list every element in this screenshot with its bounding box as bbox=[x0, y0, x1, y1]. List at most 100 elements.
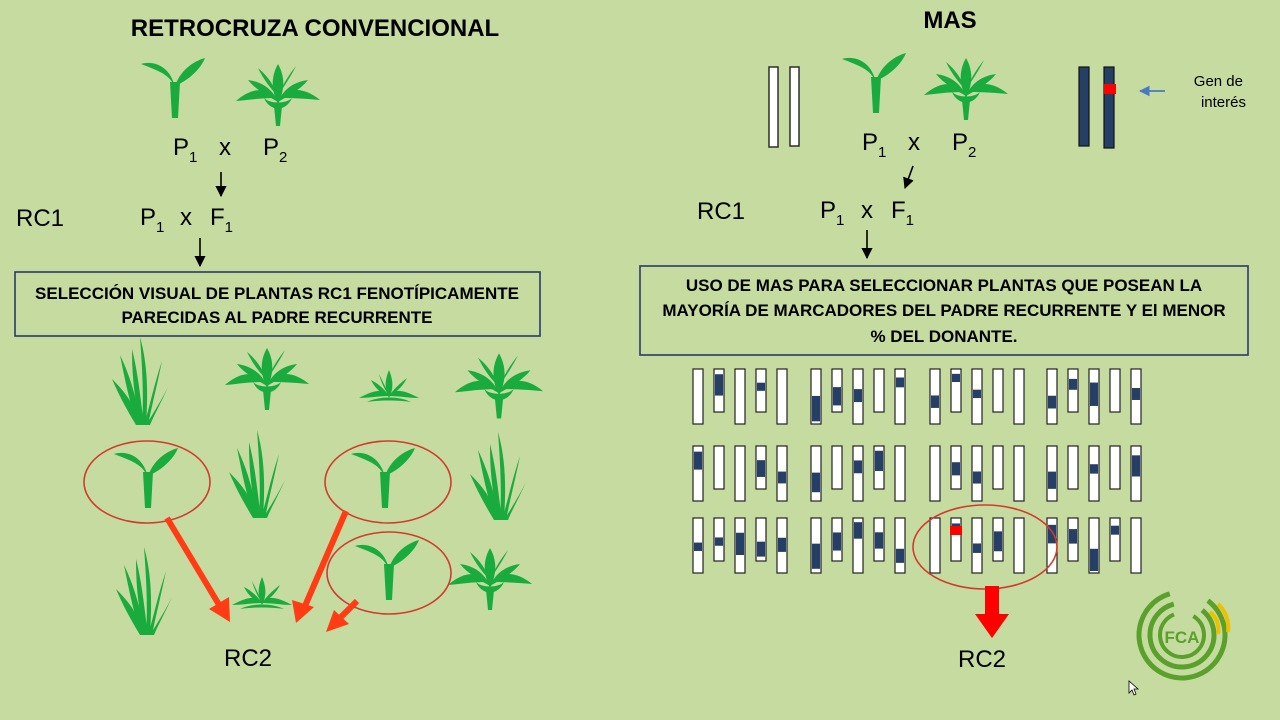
right-cross-p1: P1 bbox=[862, 129, 886, 161]
right-rc2-label: RC2 bbox=[958, 646, 1006, 673]
left-cross-p2: P2 bbox=[263, 134, 287, 166]
chromosome bbox=[692, 445, 704, 502]
donor-segment bbox=[715, 537, 723, 546]
chromosome bbox=[894, 517, 906, 574]
selected-plant-icon bbox=[114, 448, 178, 508]
right-arrow-to-rc1 bbox=[903, 165, 914, 190]
donor-segment bbox=[973, 471, 981, 484]
left-rc1-p1: P1 bbox=[140, 204, 164, 236]
chromosome bbox=[894, 368, 906, 425]
left-selection-line1: SELECCIÓN VISUAL DE PLANTAS RC1 FENOTÍPI… bbox=[35, 284, 519, 303]
fca-logo: FCA bbox=[1136, 589, 1231, 681]
rc1-plant-grass-icon bbox=[116, 547, 172, 635]
recurrent-chromosomes bbox=[768, 66, 800, 148]
left-rc1-label: RC1 bbox=[16, 205, 64, 232]
chromosome bbox=[1088, 517, 1100, 574]
selection-circle bbox=[324, 440, 452, 524]
donor-segment bbox=[1090, 548, 1098, 571]
donor-segment bbox=[1090, 464, 1098, 474]
donor-segment bbox=[812, 395, 820, 422]
chromosome bbox=[1109, 368, 1121, 413]
chromosome bbox=[929, 517, 941, 574]
right-cross-x: x bbox=[908, 129, 920, 156]
chromosome bbox=[1109, 445, 1121, 490]
chromosome bbox=[873, 368, 885, 413]
left-selection-box bbox=[14, 271, 541, 337]
rc1-plant-grass-icon bbox=[229, 430, 285, 518]
donor-segment bbox=[757, 460, 765, 477]
chromosome bbox=[1013, 368, 1025, 425]
plant-p2-icon bbox=[236, 64, 320, 126]
left-selection-line2: PARECIDAS AL PADRE RECURRENTE bbox=[121, 308, 432, 327]
selection-circle bbox=[83, 440, 211, 524]
donor-segment bbox=[854, 389, 862, 403]
right-rc1-x: x bbox=[861, 197, 873, 224]
donor-segment bbox=[854, 460, 862, 474]
chromosome bbox=[734, 445, 746, 502]
left-rc1-x: x bbox=[180, 204, 192, 231]
chromosome bbox=[950, 368, 962, 413]
chromosome bbox=[852, 517, 864, 574]
donor-segment bbox=[973, 389, 981, 399]
right-selection-line2: MAYORÍA DE MARCADORES DEL PADRE RECURREN… bbox=[662, 301, 1225, 320]
rc1-genotype-panel bbox=[692, 368, 1142, 574]
donor-segment bbox=[973, 543, 981, 553]
left-cross-x: x bbox=[219, 134, 231, 161]
donor-segment bbox=[694, 542, 702, 551]
donor-segment bbox=[931, 395, 939, 408]
donor-segment bbox=[1132, 388, 1140, 400]
left-title: RETROCRUZA CONVENCIONAL bbox=[131, 15, 499, 42]
chromosome bbox=[929, 445, 941, 502]
logo-text: FCA bbox=[1165, 628, 1200, 647]
donor-segment bbox=[875, 450, 883, 471]
right-selection-line3: % DEL DONANTE. bbox=[870, 327, 1017, 346]
donor-segment bbox=[1132, 455, 1140, 477]
selection-arrows bbox=[164, 509, 360, 632]
donor-segment bbox=[896, 548, 904, 563]
gene-label-line2: interés bbox=[1201, 94, 1246, 111]
chromosome bbox=[1067, 445, 1079, 490]
donor-segment bbox=[952, 462, 960, 476]
donor-segment bbox=[1090, 382, 1098, 406]
chromosome bbox=[992, 445, 1004, 490]
donor-segment bbox=[1048, 395, 1056, 409]
chromosome bbox=[1013, 445, 1025, 502]
donor-segment bbox=[1111, 525, 1119, 535]
donor-chromosomes bbox=[1078, 66, 1116, 149]
chromosome bbox=[950, 517, 962, 562]
donor-segment bbox=[778, 537, 786, 552]
right-rc1-p1: P1 bbox=[820, 197, 844, 229]
donor-segment bbox=[1048, 524, 1056, 544]
rc1-plant-bushy-icon bbox=[225, 348, 309, 410]
donor-segment bbox=[875, 532, 883, 549]
donor-segment bbox=[952, 373, 960, 383]
donor-segment bbox=[1048, 471, 1056, 489]
chromosome bbox=[776, 368, 788, 425]
donor-segment bbox=[994, 531, 1002, 552]
chromosome bbox=[734, 368, 746, 425]
gene-of-interest-marker bbox=[1104, 84, 1116, 94]
left-cross-p1: P1 bbox=[173, 134, 197, 166]
rc1-plant-bushy-icon bbox=[454, 353, 544, 419]
selection-circle bbox=[326, 531, 452, 615]
donor-segment bbox=[1069, 378, 1077, 390]
chromosome bbox=[1067, 368, 1079, 413]
plant-p1-icon bbox=[842, 53, 906, 113]
rc1-plant-grass-icon bbox=[470, 432, 526, 520]
left-rc1-f1: F1 bbox=[210, 204, 233, 236]
selected-plant-icon bbox=[355, 540, 419, 600]
chromosome bbox=[894, 445, 906, 502]
gene-label-line1: Gen de bbox=[1194, 73, 1243, 90]
chromosome bbox=[692, 368, 704, 425]
chromosome bbox=[1109, 517, 1121, 562]
donor-segment bbox=[694, 451, 702, 470]
right-rc1-label: RC1 bbox=[697, 198, 745, 225]
donor-segment bbox=[736, 532, 744, 555]
chromosome bbox=[755, 517, 767, 562]
donor-segment bbox=[896, 377, 904, 388]
donor-segment bbox=[833, 532, 841, 551]
chromosome bbox=[1130, 517, 1142, 574]
chromosome bbox=[713, 445, 725, 490]
rc1-plant-small-icon bbox=[359, 370, 419, 402]
